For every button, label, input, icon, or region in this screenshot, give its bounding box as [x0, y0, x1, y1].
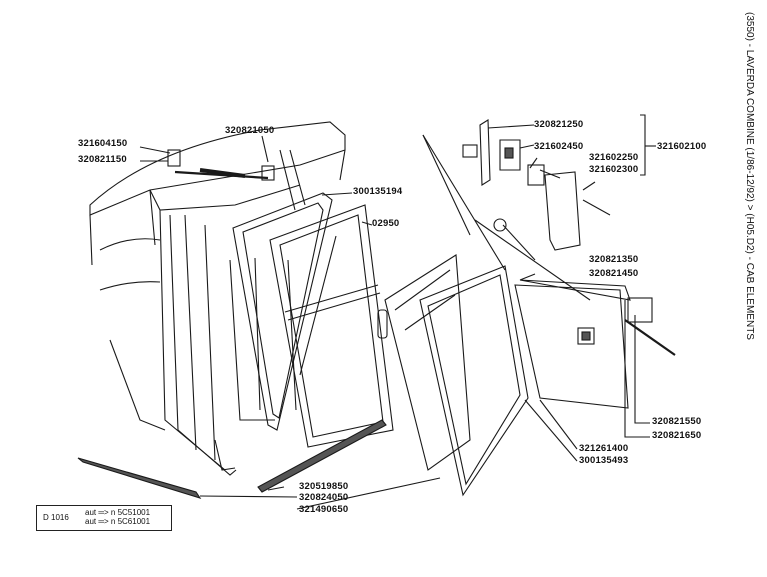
serial-range-box: D 1016 aut ═> n 5C51001 aut ═> n 5C61001	[36, 505, 172, 531]
part-label-321604150: 321604150	[78, 138, 128, 149]
door-with-bars	[269, 204, 394, 448]
part-label-320821650: 320821650	[652, 430, 702, 441]
part-label-320821050: 320821050	[225, 125, 275, 136]
page-title: (3550) - LAVERDA COMBINE (1/86-12/92) > …	[744, 12, 755, 340]
part-label-321602250: 321602250	[589, 152, 639, 163]
part-label-300135493: 300135493	[579, 455, 629, 466]
serial-row-1: aut ═> n 5C51001	[85, 508, 151, 517]
drawing-code: D 1016	[43, 513, 69, 522]
window-seal-frame	[419, 265, 529, 497]
part-label-320821550: 320821550	[652, 416, 702, 427]
part-label-321261400: 321261400	[579, 443, 629, 454]
part-label-320824050: 320824050	[299, 492, 349, 503]
part-label-320821350: 320821350	[589, 254, 639, 265]
glass-pane	[384, 254, 471, 471]
side-panel	[514, 279, 676, 409]
part-label-320519850: 320519850	[299, 481, 349, 492]
part-label-320821250: 320821250	[534, 119, 584, 130]
part-label-321602450: 321602450	[534, 141, 584, 152]
part-label-321602300: 321602300	[589, 164, 639, 175]
serial-row-2: aut ═> n 5C61001	[85, 517, 151, 526]
leader-lines	[139, 114, 656, 510]
part-label-320821150: 320821150	[78, 154, 127, 165]
part-label-300135194: 300135194	[353, 186, 403, 197]
gas-strut	[167, 149, 275, 181]
part-label-321602100: 321602100	[657, 141, 707, 152]
part-label-321490650: 321490650	[299, 504, 349, 515]
bottom-seal-strips	[77, 419, 387, 499]
latch-mechanism	[462, 119, 611, 251]
part-label-320821450: 320821450	[589, 268, 639, 279]
part-label-02950: 02950	[372, 218, 400, 229]
cab-body	[89, 121, 346, 476]
